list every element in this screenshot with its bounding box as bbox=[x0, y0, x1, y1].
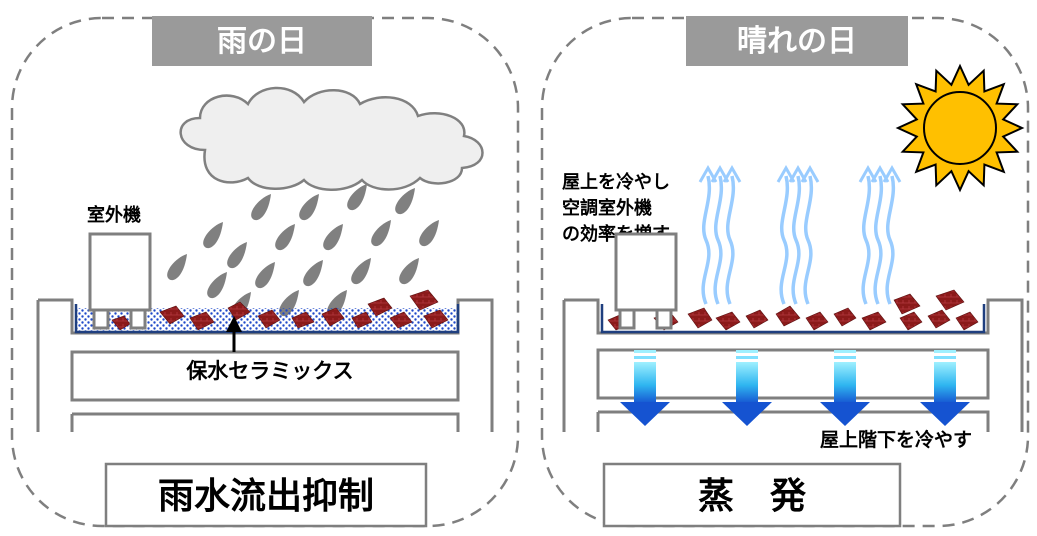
rainy-bottom-label: 雨水流出抑制 bbox=[158, 476, 374, 517]
outdoor-unit bbox=[88, 232, 152, 330]
sun-icon bbox=[895, 63, 1025, 193]
raindrop-icon bbox=[167, 184, 439, 319]
sunny-outdoor-unit bbox=[614, 232, 678, 330]
sunny-panel: 晴れの日 屋上を冷やし 空調室外機 の効率を増す bbox=[540, 16, 1030, 528]
sunny-header: 晴れの日 bbox=[737, 24, 857, 59]
floor-cooling-label: 屋上階下を冷やす bbox=[820, 428, 972, 451]
effect-line-1: 屋上を冷やし bbox=[562, 171, 670, 193]
sunny-bottom-label: 蒸 発 bbox=[698, 476, 807, 517]
outdoor-unit-label: 室外機 bbox=[87, 204, 141, 226]
roof-tray bbox=[74, 304, 460, 334]
sunny-building bbox=[562, 298, 1024, 432]
ceramic-pieces bbox=[111, 289, 449, 331]
ceramic-pointer-arrow bbox=[226, 316, 242, 352]
cloud-icon bbox=[179, 86, 484, 191]
cooling-arrow-icon bbox=[620, 350, 970, 426]
sunny-roof-tray bbox=[600, 304, 986, 334]
steam-arrow-icon bbox=[698, 164, 902, 306]
rainy-bottom-box bbox=[104, 462, 428, 528]
rainy-header: 雨の日 bbox=[217, 24, 307, 59]
sunny-header-bg bbox=[686, 16, 908, 66]
ceramic-label: 保水セラミックス bbox=[185, 359, 353, 383]
rainy-panel: 雨の日 bbox=[10, 16, 520, 528]
sunny-bottom-box bbox=[602, 462, 902, 528]
rainy-header-bg bbox=[152, 16, 372, 66]
effect-line-2: 空調室外機 bbox=[562, 197, 652, 219]
